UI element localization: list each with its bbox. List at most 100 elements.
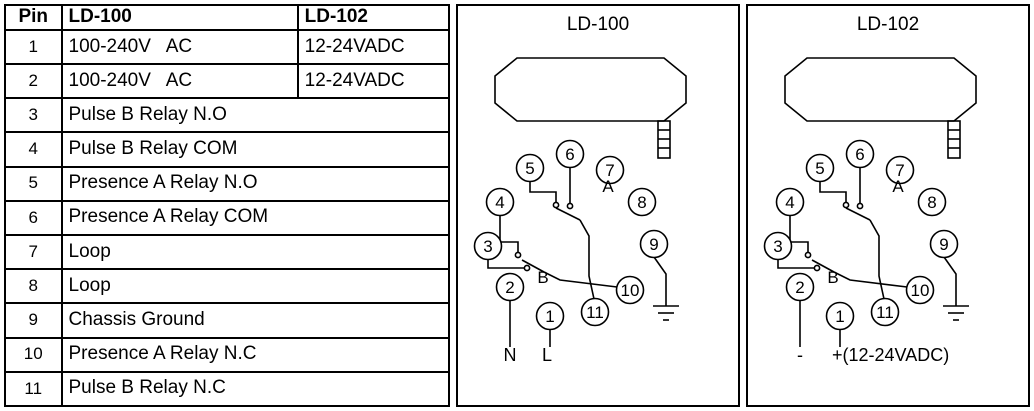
pin-circle [535,301,565,331]
pin-number-cell: 3 [4,97,63,134]
pin-circle-number: 5 [815,159,824,178]
wire [555,207,581,221]
pin-circle-number: 6 [855,145,864,164]
pin-circle-number: 2 [795,278,804,297]
relay-socket-diagram-ld102: 1 2 3 4 5 6 7 8 9 10 11 A B - +(12-24VADC) [763,57,977,365]
pin-description-cell: Loop [60,268,450,305]
wire [653,256,667,306]
pin-circle-number: 2 [505,278,514,297]
wire [529,181,557,202]
pin-description-cell: Presence A Relay COM [60,199,450,237]
pin-circle [785,272,815,302]
pin-circle [595,155,625,185]
pin-circle [763,231,793,261]
pin-circle [555,139,585,169]
pin-circle-number: 10 [911,281,930,300]
wire [869,219,885,300]
relay-b-label: B [827,268,838,287]
pin-circle [845,139,875,169]
switch-contact-point [552,201,560,209]
pin-circle [905,275,935,305]
pin-circle [627,187,657,217]
pin-circle-number: 6 [565,145,574,164]
pin-circle [515,153,545,183]
pin-number-cell: 9 [4,302,63,339]
pin-number-cell: 1 [4,28,63,66]
pin-ld102-cell: 12-24VADC [296,63,451,100]
wire [487,259,524,269]
pin-circle [775,187,805,217]
terminal-label-left: - [797,345,803,365]
pin-description-cell: Loop [60,234,450,271]
pin-circle-number: 8 [927,193,936,212]
relay-b-label: B [537,268,548,287]
wire [789,215,809,252]
pin-description-cell: Pulse B Relay N.C [60,370,450,408]
pin-circle-number: 4 [495,193,504,212]
pin-circle-number: 4 [785,193,794,212]
pin-description-cell: Presence A Relay N.O [60,165,450,202]
pin-table-header-ld100: LD-100 [60,4,299,31]
pin-number-cell: 11 [4,370,63,408]
pin-number-cell: 8 [4,268,63,305]
pin-circle-number: 9 [939,235,948,254]
wire [811,259,835,273]
pin-circle-number: 11 [876,303,894,322]
terminal-label-right: L [542,345,552,365]
pin-circle-number: 1 [835,307,844,326]
pin-circle [805,153,835,183]
pin-circle [639,229,669,259]
pin-description-cell: Pulse B Relay N.O [60,97,450,134]
switch-contact-point [804,251,812,259]
pin-number-cell: 6 [4,199,63,237]
pin-circle [615,275,645,305]
pin-number-cell: 7 [4,234,63,271]
pin-description-cell: Pulse B Relay COM [60,131,450,168]
pin-ld100-cell: 100-240V AC [60,28,299,66]
pin-circle [929,229,959,259]
wire [499,215,519,252]
pin-number-cell: 2 [4,63,63,100]
relay-body-outline [494,57,687,122]
pin-circle-number: 10 [621,281,640,300]
wire [543,271,618,288]
switch-contact-point [566,202,574,210]
diagram-panel-ld102: LD-102 1 2 3 4 5 6 7 8 9 10 11 A B - +(12-24VADC) [746,4,1030,407]
switch-contact-point [523,264,531,272]
pin-ld102-cell: 12-24VADC [296,28,451,66]
pin-number-cell: 4 [4,131,63,168]
pin-circle-number: 9 [649,235,658,254]
wire [845,207,871,221]
pin-circle-number: 3 [773,237,782,256]
pin-circle-number: 8 [637,193,646,212]
relay-a-label: A [602,177,614,196]
terminal-label-right: +(12-24VADC) [832,345,949,365]
wire [833,271,908,288]
pin-circle [885,155,915,185]
diagram-title-ld102: LD-102 [856,14,920,35]
pin-circle-number: 7 [895,161,904,180]
pin-circle [580,297,610,327]
relay-a-label: A [892,177,904,196]
pin-description-cell: Chassis Ground [60,302,450,339]
pin-circle-number: 5 [525,159,534,178]
pin-circle [495,272,525,302]
pin-number-cell: 10 [4,336,63,373]
wire [777,259,814,269]
switch-contact-point [514,251,522,259]
wire [819,181,847,202]
pin-circle-number: 1 [545,307,554,326]
pin-circle-number: 11 [586,303,604,322]
switch-contact-point [813,264,821,272]
